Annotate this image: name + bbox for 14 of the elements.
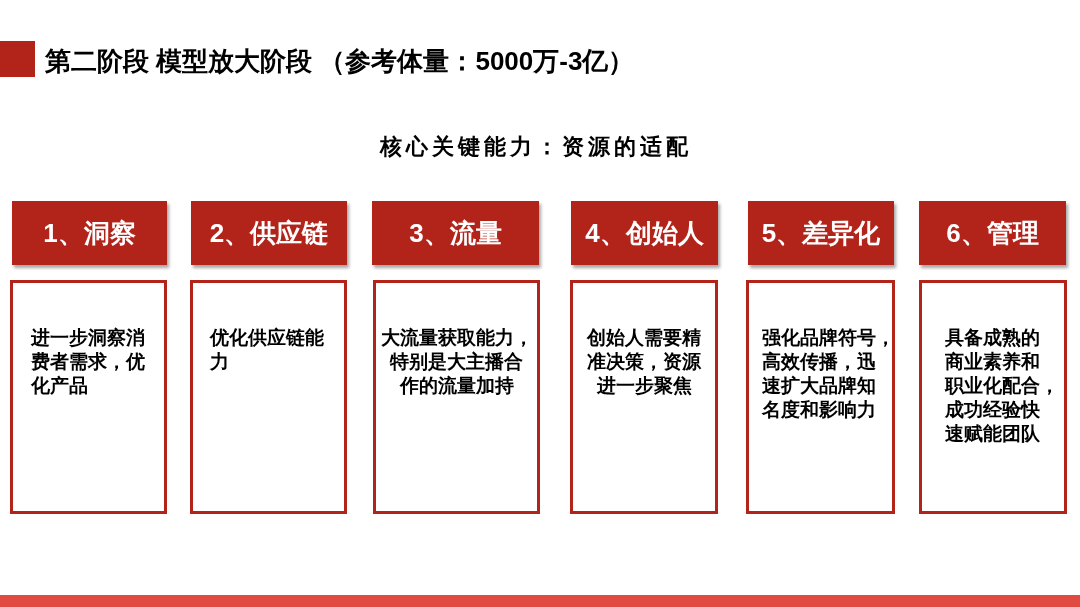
slide-title: 第二阶段 模型放大阶段 （参考体量：5000万-3亿） xyxy=(45,45,635,78)
text-box: 强化品牌符号，高效传播，迅速扩大品牌知名度和影响力 xyxy=(746,280,895,514)
text-box: 优化供应链能力 xyxy=(190,280,347,514)
heading-box: 1、洞察 xyxy=(12,201,167,265)
text-box: 大流量获取能力，特别是大主播合作的流量加持 xyxy=(373,280,540,514)
heading-box: 3、流量 xyxy=(372,201,539,265)
heading-box: 4、创始人 xyxy=(571,201,718,265)
text-box: 创始人需要精准决策，资源进一步聚焦 xyxy=(570,280,718,514)
text-box: 进一步洞察消费者需求，优化产品 xyxy=(10,280,167,514)
heading-box: 5、差异化 xyxy=(748,201,894,265)
text-box: 具备成熟的商业素养和职业化配合，成功经验快速赋能团队 xyxy=(919,280,1067,514)
subheading: 核心关键能力：资源的适配 xyxy=(380,133,692,161)
heading-box: 2、供应链 xyxy=(191,201,347,265)
heading-box: 6、管理 xyxy=(919,201,1066,265)
